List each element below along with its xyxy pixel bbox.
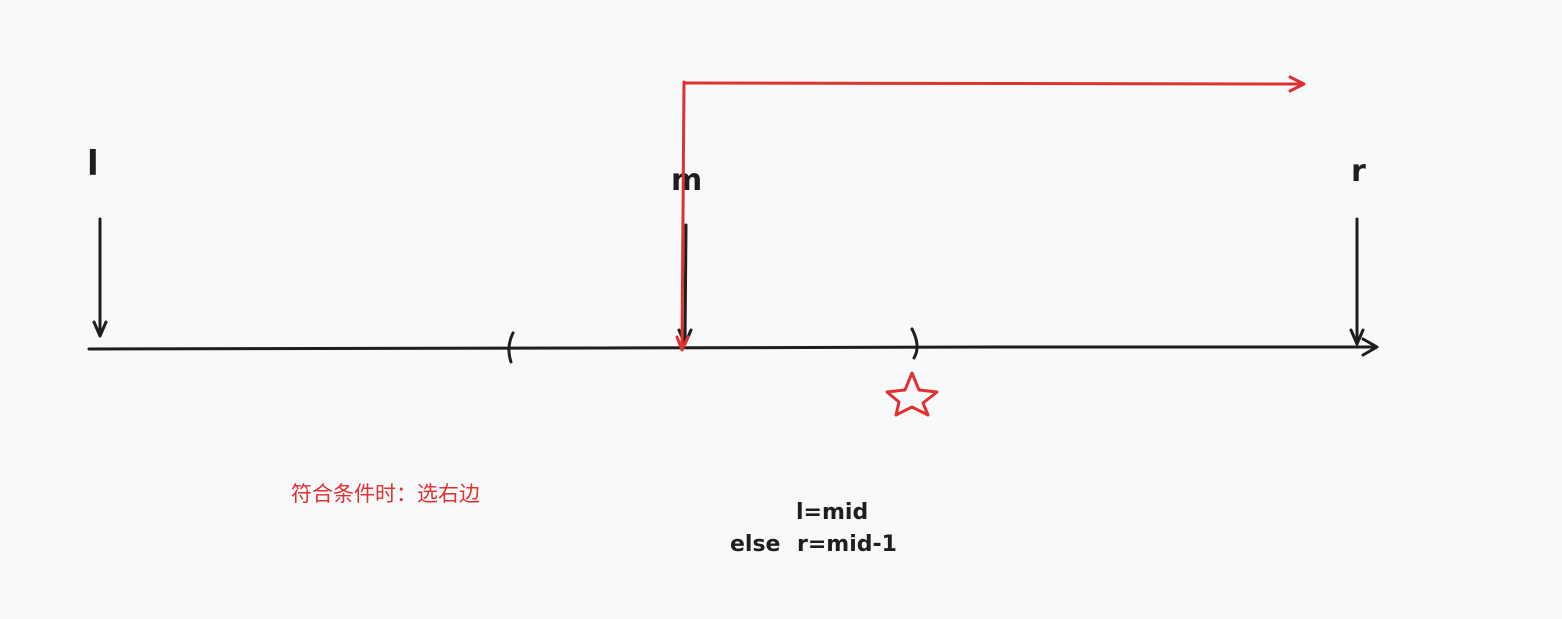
code-line-2: r=mid-1 xyxy=(797,532,897,557)
route-horizontal-arrow xyxy=(682,81,1304,86)
number-line-arrowhead xyxy=(1361,337,1379,357)
interval-open-bracket xyxy=(507,331,515,364)
interval-close-bracket xyxy=(910,327,919,360)
right-pointer: r xyxy=(1349,154,1366,346)
mid-pointer: m xyxy=(671,163,702,346)
mid-pointer-arrow xyxy=(683,223,688,344)
left-pointer: l xyxy=(87,144,108,338)
code-else-keyword: else xyxy=(730,532,780,557)
mid-pointer-label: m xyxy=(671,163,702,198)
star-icon xyxy=(885,371,939,417)
right-pointer-label: r xyxy=(1351,154,1366,189)
code-line-1: l=mid xyxy=(796,500,868,525)
number-line xyxy=(87,337,1379,357)
route-vertical-line xyxy=(680,80,686,351)
left-pointer-label: l xyxy=(87,144,99,184)
condition-note: 符合条件时：选右边 xyxy=(291,482,480,506)
select-right-route xyxy=(675,75,1306,352)
